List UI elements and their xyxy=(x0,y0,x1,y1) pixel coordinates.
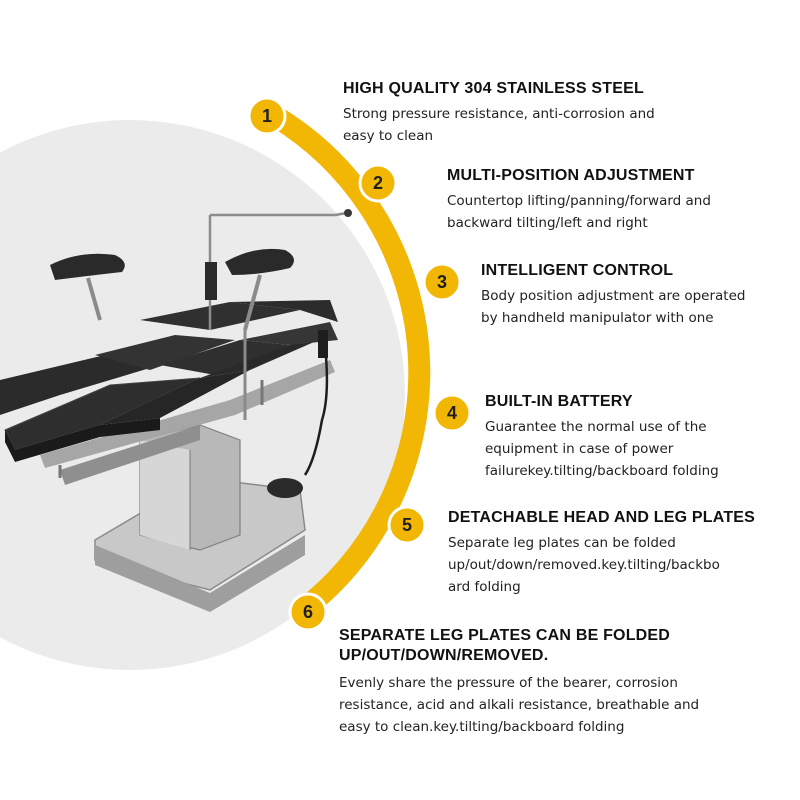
feature-6-desc-line-3: easy to clean.key.tilting/backboard fold… xyxy=(339,719,625,735)
feature-5-desc-line-3: ard folding xyxy=(448,579,521,595)
feature-4-title: BUILT-IN BATTERY xyxy=(485,393,633,410)
badge-6-icon: 6 xyxy=(288,592,328,632)
badge-1-number: 1 xyxy=(262,106,272,126)
operating-table-icon xyxy=(0,209,352,612)
feature-1-title: HIGH QUALITY 304 STAINLESS STEEL xyxy=(343,80,644,97)
feature-4: BUILT-IN BATTERY Guarantee the normal us… xyxy=(485,392,790,482)
feature-5-title: DETACHABLE HEAD AND LEG PLATES xyxy=(448,509,756,526)
feature-5-desc-line-1: Separate leg plates can be folded xyxy=(448,535,676,551)
feature-1: HIGH QUALITY 304 STAINLESS STEEL Strong … xyxy=(343,79,783,147)
badge-3-icon: 3 xyxy=(422,262,462,302)
feature-6-title-line-2: UP/OUT/DOWN/REMOVED. xyxy=(339,647,549,664)
feature-3-desc-line-1: Body position adjustment are operated xyxy=(481,288,746,304)
feature-4-desc-line-1: Guarantee the normal use of the xyxy=(485,419,707,435)
badge-4-number: 4 xyxy=(447,403,457,423)
badge-6-number: 6 xyxy=(303,602,313,622)
feature-5-desc-line-2: up/out/down/removed.key.tilting/backbo xyxy=(448,557,720,573)
feature-3-desc-line-2: by handheld manipulator with one xyxy=(481,310,714,326)
badge-2-number: 2 xyxy=(373,173,383,193)
feature-2-desc-line-2: backward tilting/left and right xyxy=(447,215,648,231)
badge-2-icon: 2 xyxy=(358,163,398,203)
feature-3-title: INTELLIGENT CONTROL xyxy=(481,262,674,279)
badge-5-number: 5 xyxy=(402,515,412,535)
feature-6-title: SEPARATE LEG PLATES CAN BE FOLDED UP/OUT… xyxy=(339,626,789,666)
badge-4-icon: 4 xyxy=(432,393,472,433)
feature-6-desc-line-2: resistance, acid and alkali resistance, … xyxy=(339,697,700,713)
feature-6: SEPARATE LEG PLATES CAN BE FOLDED UP/OUT… xyxy=(339,626,789,738)
badge-3-number: 3 xyxy=(437,272,447,292)
feature-1-desc-line-2: easy to clean xyxy=(343,128,434,144)
feature-4-desc-line-2: equipment in case of power xyxy=(485,441,674,457)
feature-6-desc-line-1: Evenly share the pressure of the bearer,… xyxy=(339,675,678,691)
badge-5-icon: 5 xyxy=(387,505,427,545)
feature-2-desc-line-1: Countertop lifting/panning/forward and xyxy=(447,193,711,209)
yellow-arc xyxy=(262,102,431,621)
feature-2: MULTI-POSITION ADJUSTMENT Countertop lif… xyxy=(447,166,787,234)
feature-1-desc-line-1: Strong pressure resistance, anti-corrosi… xyxy=(343,106,655,122)
feature-2-title: MULTI-POSITION ADJUSTMENT xyxy=(447,167,695,184)
badge-1-icon: 1 xyxy=(247,96,287,136)
feature-6-title-line-1: SEPARATE LEG PLATES CAN BE FOLDED xyxy=(339,627,671,644)
feature-3: INTELLIGENT CONTROL Body position adjust… xyxy=(481,261,791,329)
feature-5: DETACHABLE HEAD AND LEG PLATES Separate … xyxy=(448,508,793,598)
feature-4-desc-line-3: failurekey.tilting/backboard folding xyxy=(485,463,719,479)
